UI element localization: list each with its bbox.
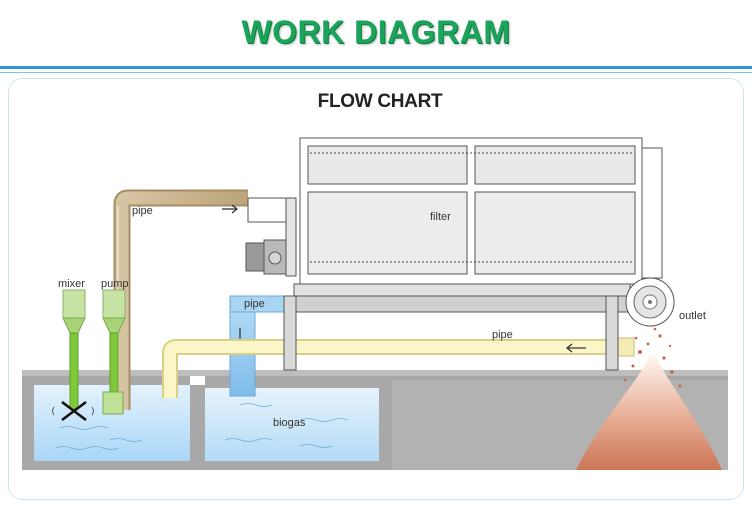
biogas-tank xyxy=(205,388,379,461)
pipe-label-return: pipe xyxy=(492,329,513,341)
mixer xyxy=(52,289,94,422)
mixer-label: mixer xyxy=(58,278,85,290)
filter-label: filter xyxy=(430,211,451,223)
diagram-panel xyxy=(8,78,744,500)
pipe-label-feed: pipe xyxy=(132,205,153,217)
biogas-label: biogas xyxy=(273,417,306,429)
flow-chart-title: FLOW CHART xyxy=(317,91,443,112)
outlet-label: outlet xyxy=(679,310,706,322)
title-divider-thin xyxy=(0,72,752,73)
pump-label: pump xyxy=(101,278,129,290)
pipe-label-discharge: pipe xyxy=(244,298,265,310)
title-divider xyxy=(0,66,752,69)
outlet-roller xyxy=(625,277,675,327)
filter-press xyxy=(245,137,663,371)
main-title: WORK DIAGRAM xyxy=(241,14,511,50)
pump xyxy=(102,289,126,415)
